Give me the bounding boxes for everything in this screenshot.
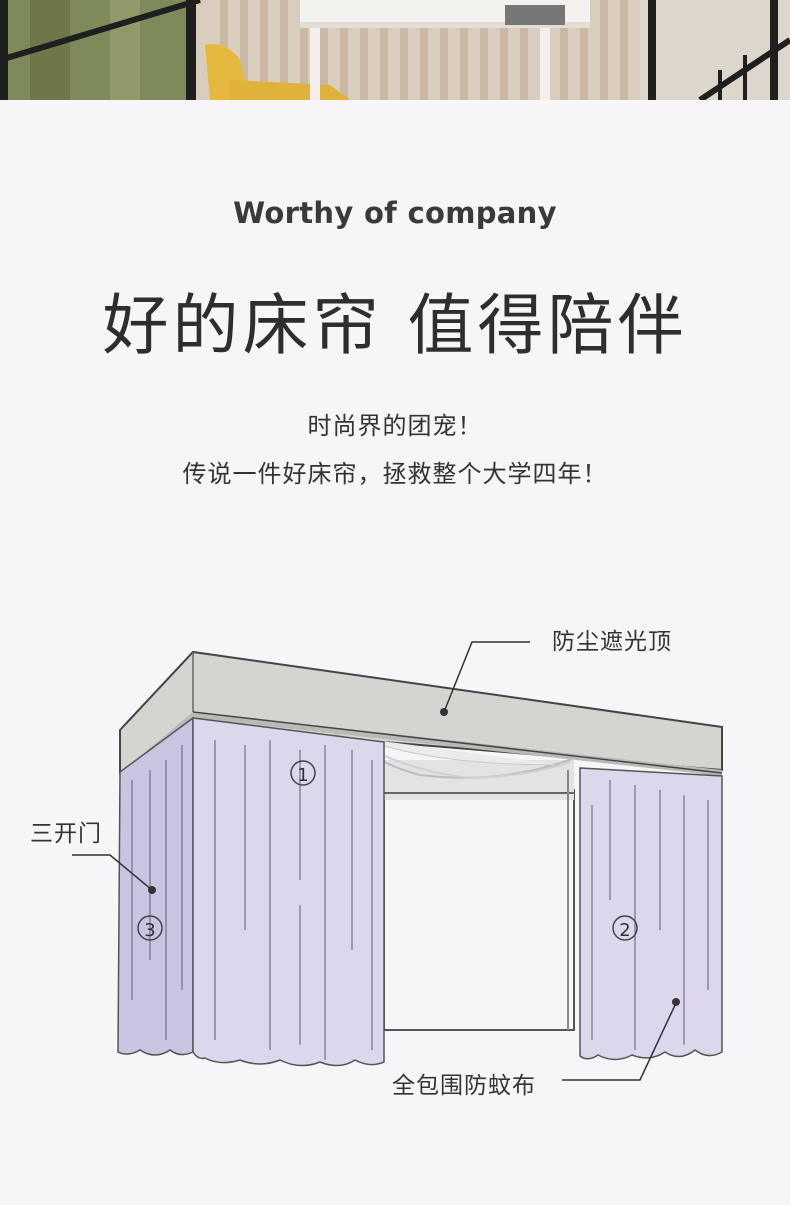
door-number-1: 1 — [297, 765, 308, 786]
curtain-panel-3 — [117, 716, 194, 1056]
tagline-1: 时尚界的团宠！ — [307, 412, 483, 440]
subtitle-english: Worthy of company — [233, 196, 557, 230]
callout-dustproof-top: 防尘遮光顶 — [552, 629, 672, 655]
callout-mosquito-net: 全包围防蚊布 — [392, 1073, 536, 1099]
door-number-1-badge — [290, 760, 316, 786]
door-number-2: 2 — [619, 920, 630, 941]
doorway-opening — [383, 789, 575, 1031]
tagline-2: 传说一件好床帘，拯救整个大学四年！ — [182, 460, 608, 488]
curtain-panel-1 — [192, 717, 385, 1067]
callout-three-doors: 三开门 — [30, 821, 102, 847]
door-number-3-badge — [137, 915, 163, 941]
callout-leader-lines — [72, 641, 677, 1081]
bedroom-photo — [0, 0, 790, 100]
door-number-3: 3 — [144, 920, 155, 941]
curtain-panel-2 — [579, 767, 723, 1061]
page-title: 好的床帘 值得陪伴 — [102, 287, 688, 364]
bed-curtain-diagram: 1 2 3 — [72, 641, 723, 1081]
door-number-2-badge — [612, 915, 638, 941]
